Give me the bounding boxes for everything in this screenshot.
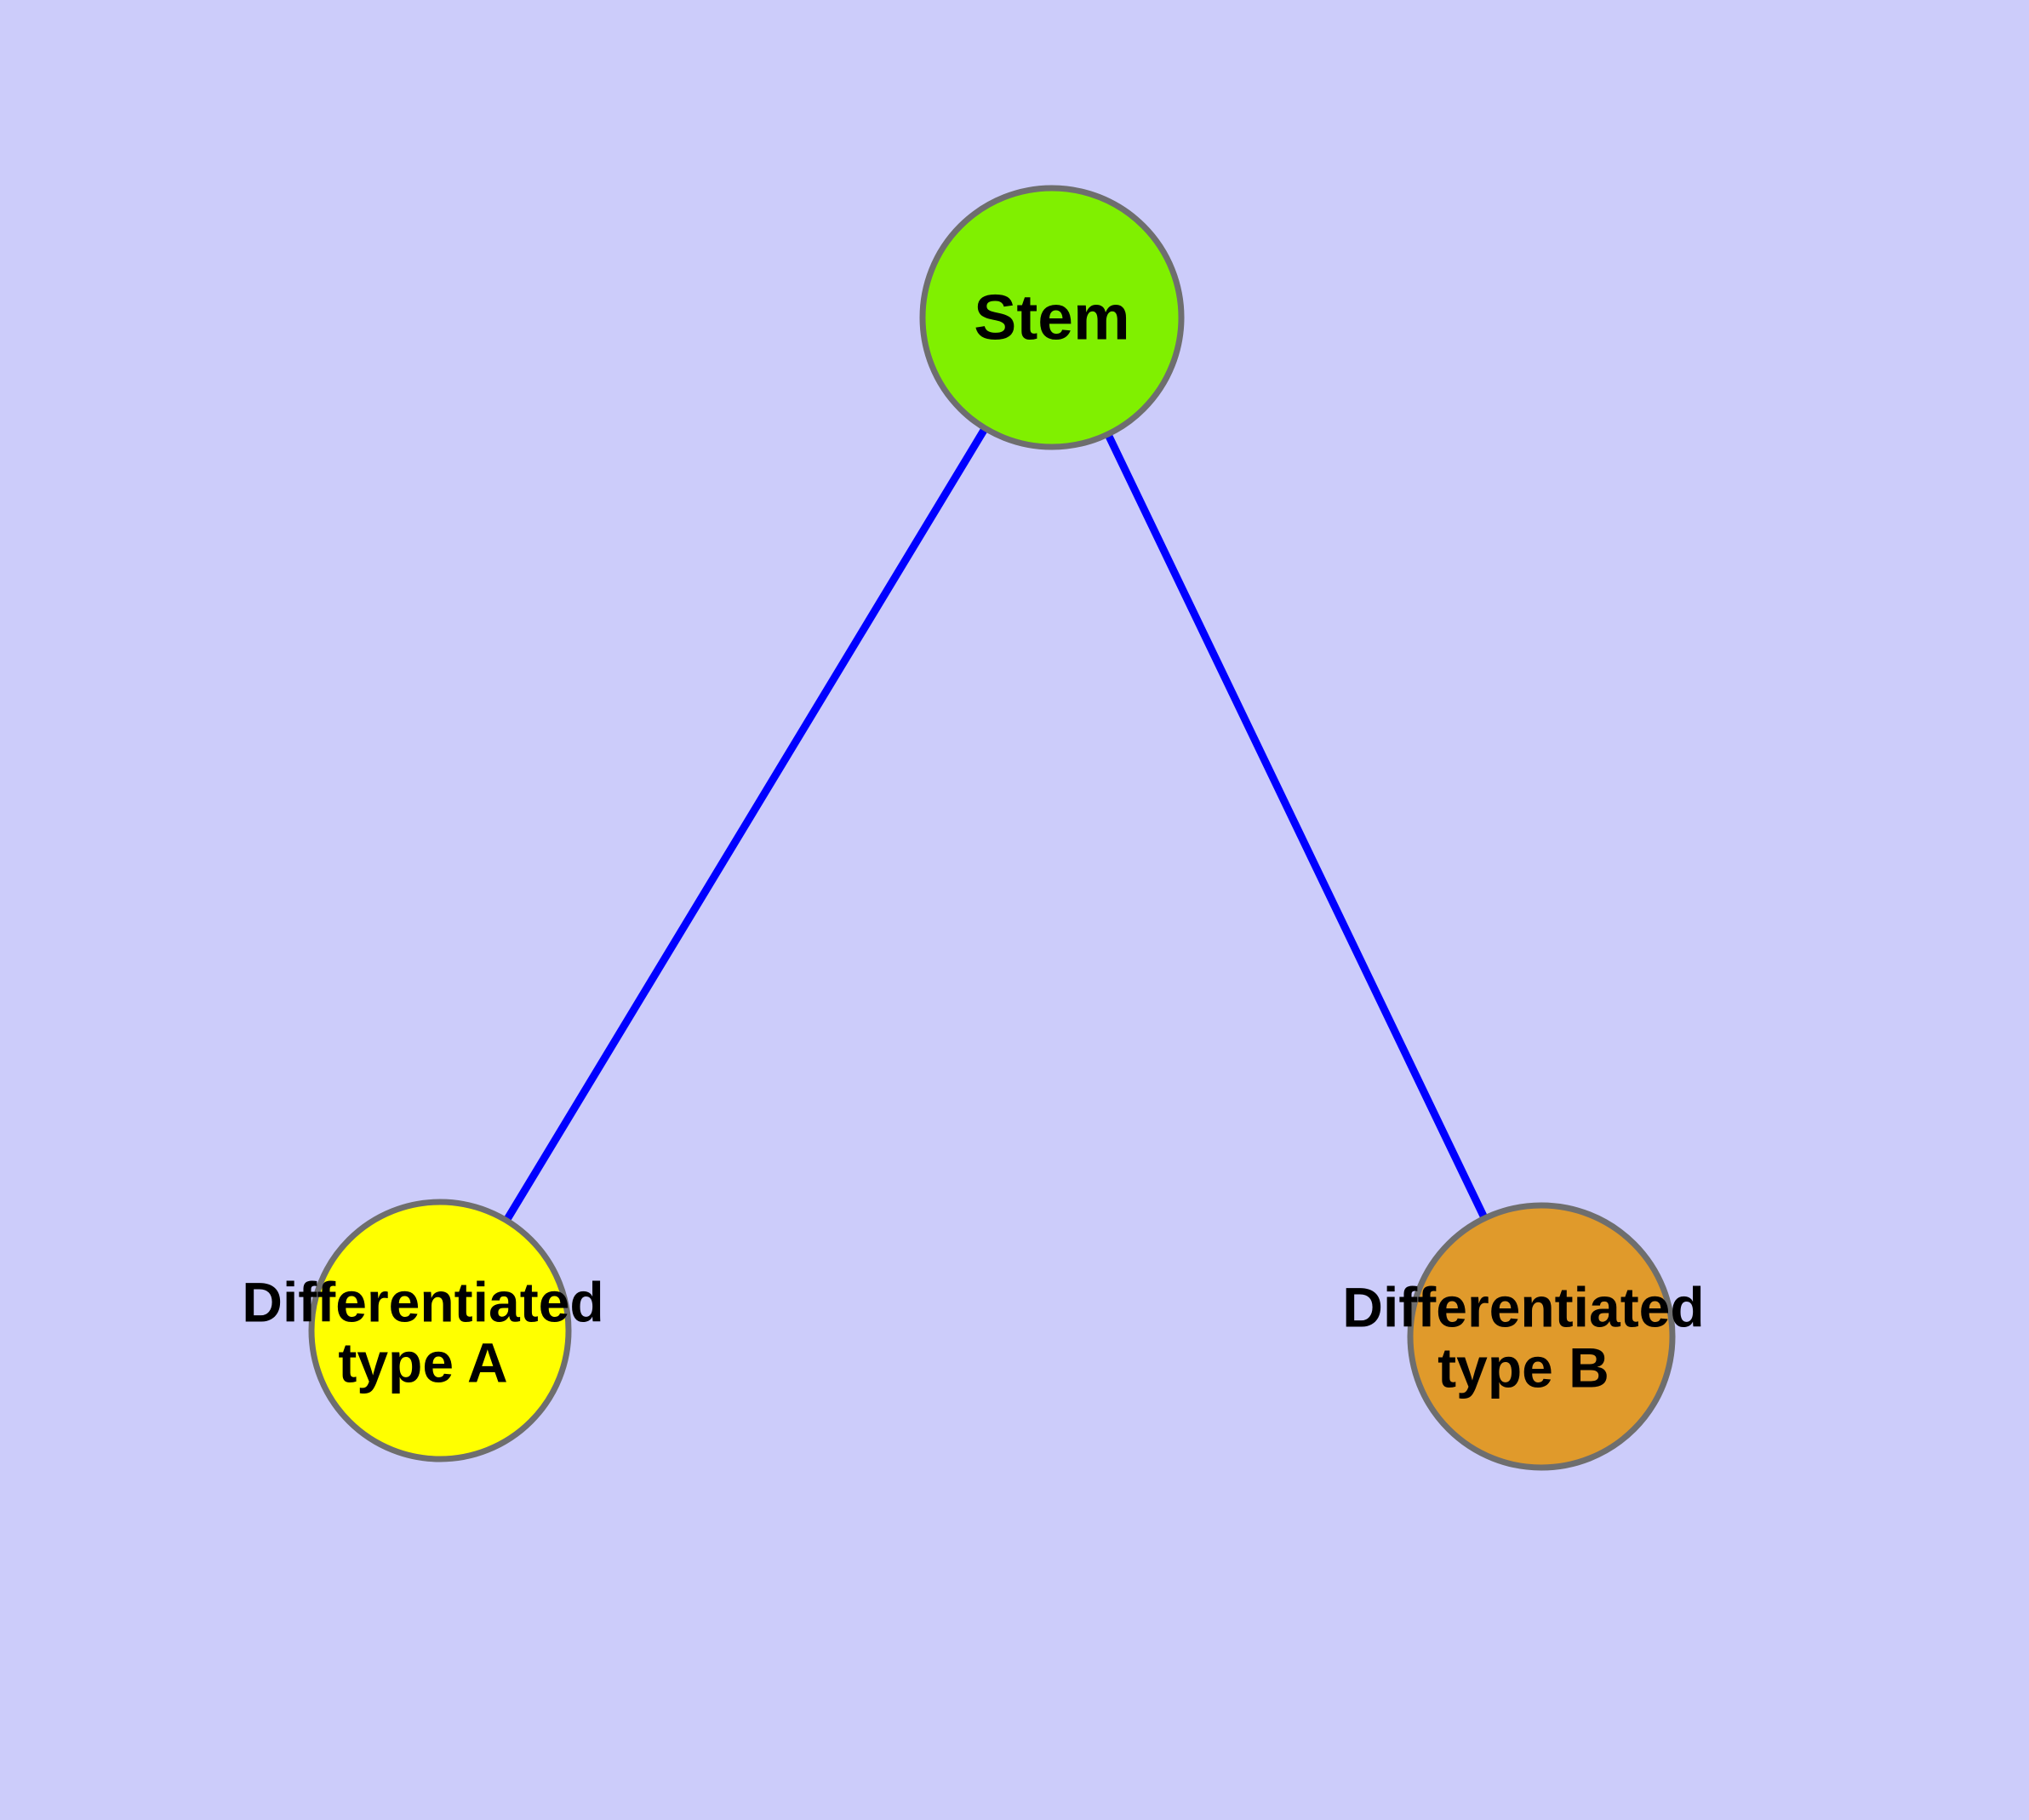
node-layer bbox=[308, 185, 1676, 1471]
edge-stem-to-diff-b[interactable] bbox=[1103, 431, 1489, 1222]
node-differentiated-type-a[interactable] bbox=[308, 1199, 572, 1462]
node-differentiated-type-b[interactable] bbox=[1407, 1202, 1676, 1471]
node-stem[interactable] bbox=[919, 185, 1185, 450]
edge-layer bbox=[502, 425, 1489, 1224]
edge-stem-to-diff-a[interactable] bbox=[502, 425, 990, 1224]
